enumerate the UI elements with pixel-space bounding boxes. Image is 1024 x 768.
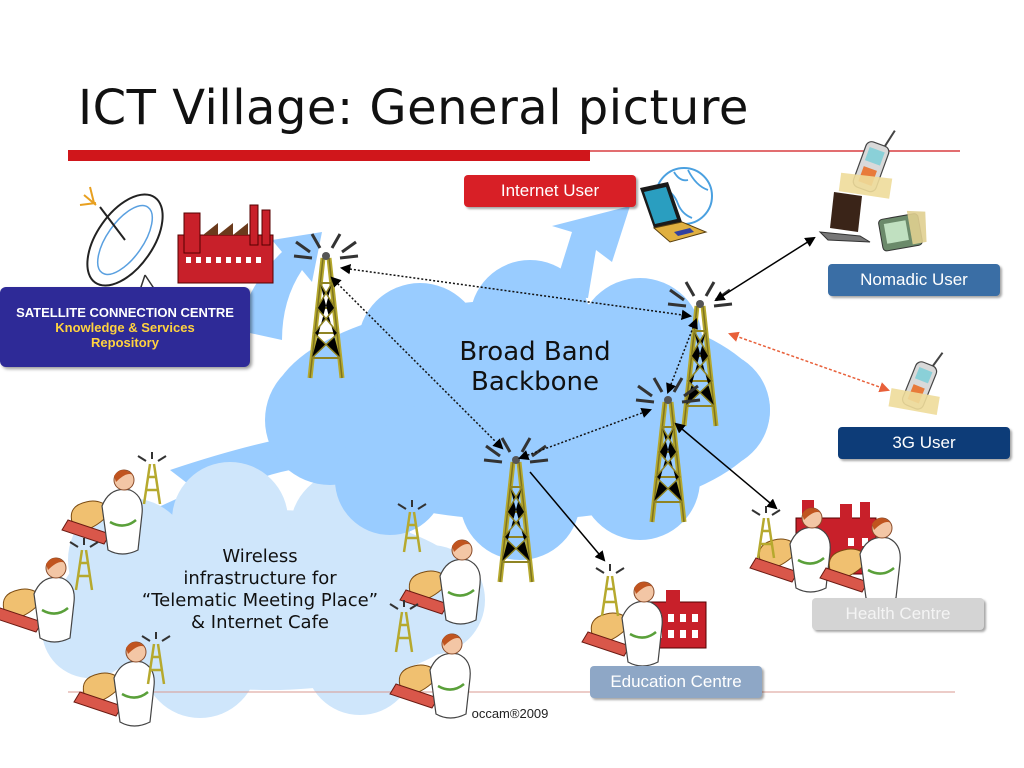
link-nomadic [714,236,816,302]
backbone-line-2: Backbone [470,367,599,397]
satellite-dish-icon [79,186,166,306]
laptop-icon [818,192,871,243]
laptop-icon [640,182,708,243]
factory-icon [177,204,274,284]
pda-icon [878,210,927,252]
wireless-cloud-text: Wireless infrastructure for “Telematic M… [110,546,410,634]
link-health [674,422,778,510]
health-centre-label: Health Centre [812,598,984,630]
antenna-tower-icon [136,450,168,506]
nomadic-user-label: Nomadic User [828,264,1000,296]
mobile-phone-icon [888,352,944,416]
mobile-phone-icon [838,130,896,199]
wireless-cloud [42,462,485,718]
wireless-line-3: “Telematic Meeting Place” [141,590,379,611]
link-education [529,471,606,562]
satellite-centre-subtitle-2: Repository [91,335,159,350]
wireless-line-4: & Internet Cafe [191,612,329,633]
antenna-tower-icon [594,562,626,618]
link-3g [728,331,890,393]
backbone-links [330,263,698,461]
satellite-centre-title: SATELLITE CONNECTION CENTRE [16,305,234,320]
footer-copyright: occam®2009 [471,706,549,721]
backbone-cloud-text: Broad Band Backbone [420,337,650,397]
person-at-desk-icon [748,506,832,594]
satellite-centre-subtitle: Knowledge & Services [55,320,195,335]
wireless-line-1: Wireless [222,546,298,567]
g3-user-label: 3G User [838,427,1010,459]
person-at-desk-icon [580,580,664,668]
satellite-centre-box: SATELLITE CONNECTION CENTRE Knowledge & … [0,287,250,367]
uplink-arrow-left [236,232,322,340]
person-at-desk-icon [0,556,76,644]
page-title: ICT Village: General picture [78,80,749,136]
education-centre-label: Education Centre [590,666,762,698]
wireless-line-2: infrastructure for [183,568,337,589]
title-underline-bar [68,150,590,161]
internet-user-label: Internet User [464,175,636,207]
backbone-line-1: Broad Band [459,337,611,367]
